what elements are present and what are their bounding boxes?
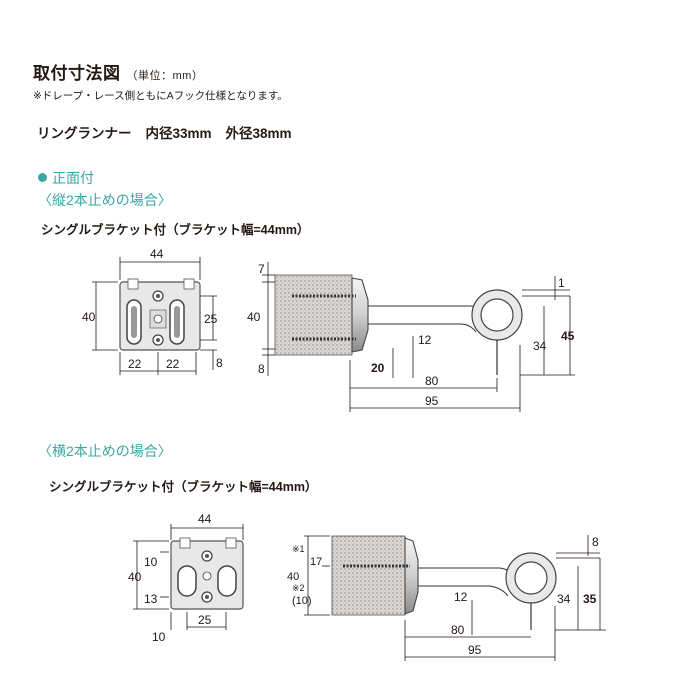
unit-label: （単位：mm）: [126, 70, 204, 82]
d2-side-ring-low: 34: [557, 592, 571, 606]
slot2-left: [177, 565, 197, 597]
d1-side-ring-low: 34: [533, 339, 547, 353]
d2-front-width: 44: [198, 512, 212, 526]
d1-side-depth: 12: [418, 333, 432, 347]
d1-side-offset: 20: [371, 361, 385, 375]
hook-note: ※ドレープ・レース側ともにAフック仕様となります。: [33, 90, 288, 102]
d1-side-bottom: 8: [258, 362, 265, 376]
diagram1-side-view: [262, 262, 575, 412]
ring-runner-spec: リングランナー内径33mm 外径38mm: [37, 122, 292, 142]
d1-side-ring-total: 45: [561, 329, 575, 343]
d2-side-height: 40: [287, 571, 299, 583]
ring-outer: 外径38mm: [225, 126, 292, 141]
d1-front-bottom: 8: [216, 356, 223, 370]
slot2-right: [217, 565, 237, 597]
wall-block-2: [331, 535, 406, 616]
d1-side-top: 7: [258, 262, 265, 276]
d2-side-depth: 12: [454, 590, 468, 604]
d1-front-height: 40: [82, 310, 96, 324]
d2-side-reach: 80: [451, 623, 465, 637]
page-title: 取付寸法図 （単位：mm）: [33, 59, 203, 84]
bracket-tab-left: [127, 278, 139, 290]
d1-side-reach: 80: [425, 374, 439, 388]
case-horizontal-subheading: シングルブラケット付（ブラケット幅=44mm）: [49, 480, 318, 494]
bracket-tab-right: [183, 278, 195, 290]
d1-front-mid: 25: [204, 312, 218, 326]
diagram1-front-view: [92, 257, 217, 375]
d2-front-top: 10: [144, 555, 158, 569]
ring-inner: 内径33mm: [145, 126, 212, 141]
diagram2-side-labels: ※1 17 40 ※2 (10) 8 12 80 95 34 35: [287, 535, 599, 657]
d2-side-ring-total: 35: [583, 592, 597, 606]
d2-front-height: 40: [128, 570, 142, 584]
d1-side-height: 40: [247, 310, 261, 324]
d1-side-gap-top: 1: [558, 276, 565, 290]
d2-front-bottom: 13: [144, 592, 158, 606]
diagram2-side-view: [304, 535, 606, 661]
bullet-icon: [38, 173, 47, 182]
d2-side-mark1: ※1: [292, 544, 305, 554]
diagram1-front-labels: 44 40 25 8 22 22: [82, 247, 223, 371]
d2-front-left: 10: [152, 630, 166, 644]
diagram2-front-labels: 44 10 40 13 10 25: [128, 512, 212, 644]
d2-front-center: 25: [198, 613, 212, 627]
diagram2-front-view: [133, 524, 244, 630]
d1-front-left-half: 22: [128, 357, 142, 371]
case-vertical-subheading: シングルブラケット付（ブラケット幅=44mm）: [41, 223, 310, 237]
title-text: 取付寸法図: [33, 64, 121, 83]
d2-side-17: 17: [310, 556, 322, 568]
wall-block: [274, 274, 353, 356]
d1-front-width: 44: [150, 247, 164, 261]
d2-side-top: 8: [592, 535, 599, 549]
diagram1-side-labels: 7 40 8 1 12 20 80 95 34 45: [247, 262, 575, 408]
bracket-base: [351, 277, 369, 353]
d2-side-total: 95: [468, 643, 482, 657]
case-horizontal-heading: 〈横2本止めの場合〉: [38, 443, 172, 459]
front-mount-text: 正面付: [52, 170, 94, 186]
ring-runner-name: リングランナー: [37, 126, 132, 141]
d1-side-total: 95: [425, 394, 439, 408]
d1-front-right-half: 22: [166, 357, 180, 371]
d2-side-10: (10): [292, 595, 312, 607]
front-mount-label: 正面付: [38, 168, 94, 188]
case-vertical-heading: 〈縦2本止めの場合〉: [38, 192, 172, 208]
d2-side-mark2: ※2: [292, 583, 305, 593]
